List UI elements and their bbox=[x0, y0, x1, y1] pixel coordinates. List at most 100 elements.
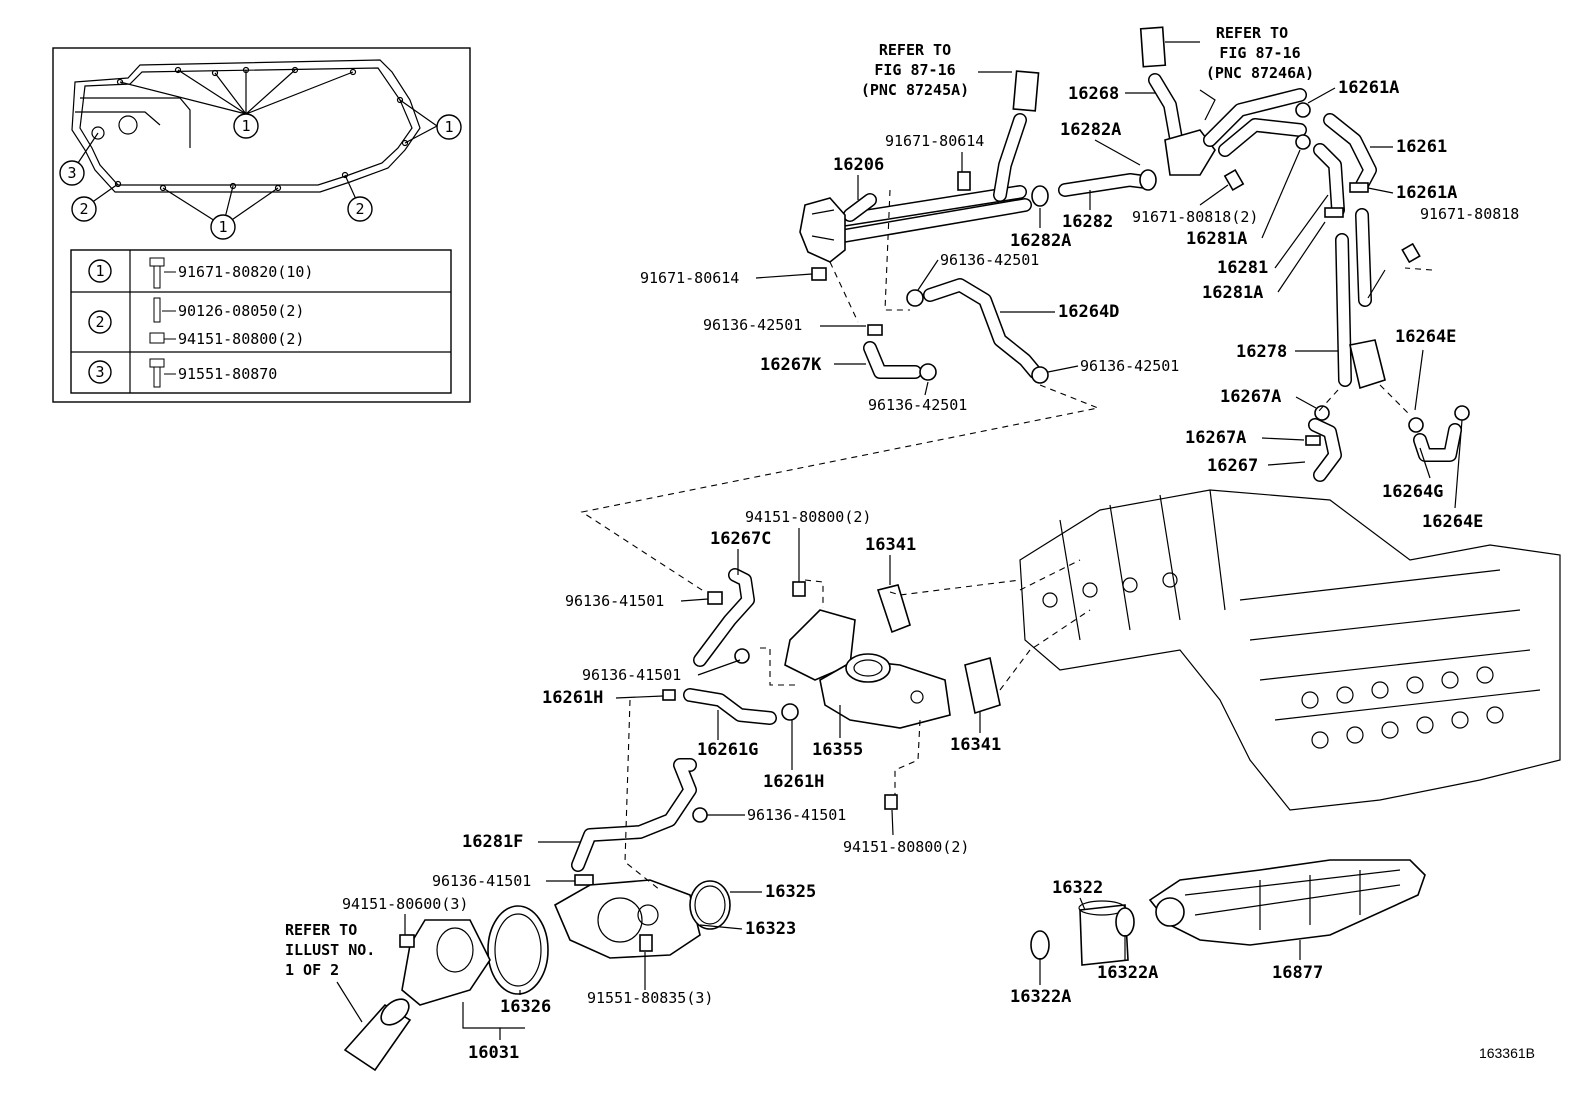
svg-text:1: 1 bbox=[218, 218, 227, 236]
label-16261H: 16261H bbox=[542, 688, 603, 708]
svg-text:1: 1 bbox=[444, 118, 453, 136]
label-16267C: 16267C bbox=[710, 529, 771, 549]
bolt-icon bbox=[149, 358, 165, 388]
part-labels: 16268 16261A 16282A 16261 91671-80614 16… bbox=[342, 78, 1519, 1063]
label-16206: 16206 bbox=[833, 155, 884, 175]
svg-text:FIG 87-16: FIG 87-16 bbox=[1219, 44, 1300, 62]
label-16341: 16341 bbox=[865, 535, 916, 555]
label-94151-80600-3: 94151-80600(3) bbox=[342, 895, 468, 913]
inset-callout-3: 3 bbox=[59, 160, 85, 186]
inset-callout-1b: 1 bbox=[436, 114, 462, 140]
engine-block bbox=[1019, 489, 1561, 811]
svg-text:2: 2 bbox=[355, 200, 364, 218]
svg-text:3: 3 bbox=[95, 363, 104, 381]
label-16267A: 16267A bbox=[1185, 428, 1246, 448]
label-96136-41501: 96136-41501 bbox=[747, 806, 846, 824]
label-16325: 16325 bbox=[765, 882, 816, 902]
label-94151-80800-bot: 94151-80800(2) bbox=[843, 838, 969, 856]
label-16282A: 16282A bbox=[1060, 120, 1121, 140]
label-96136-41501: 96136-41501 bbox=[582, 666, 681, 684]
refer-note-87245: REFER TO FIG 87-16 (PNC 87245A) bbox=[861, 41, 1012, 99]
label-16323: 16323 bbox=[745, 919, 796, 939]
label-96136-42501: 96136-42501 bbox=[1080, 357, 1179, 375]
drawing-id: 163361B bbox=[1479, 1045, 1535, 1061]
label-16261: 16261 bbox=[1396, 137, 1447, 157]
legend-part-94151-80800: 94151-80800(2) bbox=[178, 330, 304, 348]
label-16282: 16282 bbox=[1062, 212, 1113, 232]
label-16268: 16268 bbox=[1068, 84, 1119, 104]
svg-text:3: 3 bbox=[67, 164, 76, 182]
label-91671-80818-2: 91671-80818(2) bbox=[1132, 208, 1258, 226]
legend-key-3: 3 bbox=[88, 360, 112, 384]
label-16281F: 16281F bbox=[462, 832, 523, 852]
label-96136-42501: 96136-42501 bbox=[703, 316, 802, 334]
refer-note-87246: REFER TO FIG 87-16 (PNC 87246A) bbox=[1165, 24, 1314, 82]
legend-key-1: 1 bbox=[88, 259, 112, 283]
svg-text:(PNC 87245A): (PNC 87245A) bbox=[861, 81, 969, 99]
stud-icon bbox=[153, 297, 161, 323]
label-91671-80614-top: 91671-80614 bbox=[885, 132, 984, 150]
label-91671-80818: 91671-80818 bbox=[1420, 205, 1519, 223]
nut-icon bbox=[149, 332, 165, 344]
inset-callout-2b: 2 bbox=[347, 196, 373, 222]
label-16281A: 16281A bbox=[1202, 283, 1263, 303]
water-outlet-assembly bbox=[662, 568, 1001, 810]
legend-key-2: 2 bbox=[88, 310, 112, 334]
svg-text:2: 2 bbox=[95, 313, 104, 331]
label-91671-80614-left: 91671-80614 bbox=[640, 269, 739, 287]
bolt-icon bbox=[149, 257, 165, 289]
oil-pan-assembly bbox=[1030, 859, 1426, 966]
label-16264G: 16264G bbox=[1382, 482, 1443, 502]
inset-legend-table: 1 2 3 91671-80820(10) 90126-08050(2) 941… bbox=[70, 249, 452, 394]
label-16282A: 16282A bbox=[1010, 231, 1071, 251]
label-16322: 16322 bbox=[1052, 878, 1103, 898]
label-16877: 16877 bbox=[1272, 963, 1323, 983]
svg-text:FIG 87-16: FIG 87-16 bbox=[874, 61, 955, 79]
label-16264E: 16264E bbox=[1422, 512, 1483, 532]
dashed-leaders bbox=[580, 189, 1433, 891]
inset-panel: 1 1 3 2 2 1 1 2 3 91671-80820(10) 90126-… bbox=[52, 47, 471, 403]
label-96136-41501: 96136-41501 bbox=[432, 872, 531, 890]
label-16261H: 16261H bbox=[763, 772, 824, 792]
label-91551-80835-3: 91551-80835(3) bbox=[587, 989, 713, 1007]
label-16278: 16278 bbox=[1236, 342, 1287, 362]
svg-text:REFER TO: REFER TO bbox=[285, 921, 357, 939]
engine-ports bbox=[1042, 572, 1504, 749]
svg-text:1: 1 bbox=[95, 262, 104, 280]
label-16322A: 16322A bbox=[1097, 963, 1158, 983]
legend-part-91671-80820: 91671-80820(10) bbox=[178, 263, 313, 281]
legend-part-91551-80870: 91551-80870 bbox=[178, 365, 277, 383]
label-16281: 16281 bbox=[1217, 258, 1268, 278]
label-16281A: 16281A bbox=[1186, 229, 1247, 249]
label-16267K: 16267K bbox=[760, 355, 822, 375]
upper-pipe-assembly bbox=[799, 26, 1470, 482]
svg-text:(PNC 87246A): (PNC 87246A) bbox=[1206, 64, 1314, 82]
svg-text:1: 1 bbox=[241, 117, 250, 135]
svg-text:REFER TO: REFER TO bbox=[879, 41, 951, 59]
svg-text:ILLUST NO.: ILLUST NO. bbox=[285, 941, 375, 959]
label-16326: 16326 bbox=[500, 997, 551, 1017]
label-16322A: 16322A bbox=[1010, 987, 1071, 1007]
label-94151-80800-top: 94151-80800(2) bbox=[745, 508, 871, 526]
label-16267A: 16267A bbox=[1220, 387, 1281, 407]
svg-text:REFER TO: REFER TO bbox=[1216, 24, 1288, 42]
label-96136-41501: 96136-41501 bbox=[565, 592, 664, 610]
label-16261A: 16261A bbox=[1396, 183, 1457, 203]
label-96136-42501: 96136-42501 bbox=[940, 251, 1039, 269]
label-16267: 16267 bbox=[1207, 456, 1258, 476]
inset-callout-1c: 1 bbox=[210, 214, 236, 240]
legend-part-90126-08050: 90126-08050(2) bbox=[178, 302, 304, 320]
label-16341: 16341 bbox=[950, 735, 1001, 755]
thermostat-assembly bbox=[343, 758, 731, 1072]
label-16264D: 16264D bbox=[1058, 302, 1119, 322]
svg-text:2: 2 bbox=[79, 200, 88, 218]
label-16355: 16355 bbox=[812, 740, 863, 760]
label-16261A: 16261A bbox=[1338, 78, 1399, 98]
svg-text:1 OF 2: 1 OF 2 bbox=[285, 961, 339, 979]
label-96136-42501: 96136-42501 bbox=[868, 396, 967, 414]
label-16261G: 16261G bbox=[697, 740, 758, 760]
label-16264E: 16264E bbox=[1395, 327, 1456, 347]
refer-note-illust: REFER TO ILLUST NO. 1 OF 2 bbox=[285, 921, 375, 1023]
inset-bolt-holes bbox=[114, 66, 409, 192]
